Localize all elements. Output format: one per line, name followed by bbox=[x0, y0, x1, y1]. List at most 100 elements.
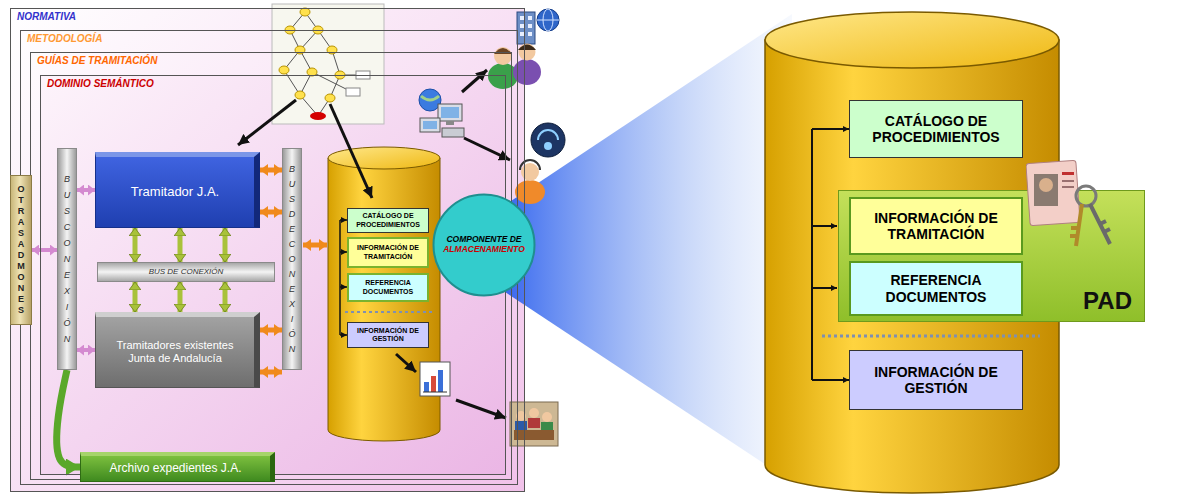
meeting-photo bbox=[528, 418, 540, 428]
building-icon bbox=[517, 9, 559, 44]
storage-cylinder bbox=[765, 12, 1059, 493]
tree-lines bbox=[811, 129, 813, 380]
id-card-keys bbox=[1090, 204, 1110, 244]
storage-box: INFORMACIÓN DE TRAMITACIÓN bbox=[849, 197, 1023, 255]
id-card-keys bbox=[1026, 158, 1118, 252]
storage-cylinder bbox=[765, 40, 1059, 493]
tree-lines bbox=[340, 219, 347, 221]
headset-icon bbox=[544, 142, 552, 150]
people-icon bbox=[488, 44, 541, 90]
frame-ground bbox=[40, 75, 506, 475]
headset-icon bbox=[521, 163, 539, 181]
connector-arrow bbox=[32, 248, 57, 252]
storage-cylinder bbox=[765, 12, 1059, 68]
computer-icon bbox=[446, 121, 454, 125]
id-card-keys bbox=[1076, 186, 1096, 206]
storage-box: INFORMACIÓN DE GESTIÓN bbox=[849, 350, 1023, 410]
building-icon bbox=[528, 24, 532, 28]
connector-arrow bbox=[133, 228, 138, 262]
connector-arrow bbox=[260, 370, 282, 375]
computer-icon bbox=[423, 121, 437, 129]
storage-box: INFORMACIÓN DE GESTIÓN bbox=[347, 322, 429, 348]
people-icon bbox=[488, 63, 518, 89]
storage-box: CATÁLOGO DE PROCEDIMIENTOS bbox=[347, 208, 429, 233]
node-label: CATÁLOGO DE PROCEDIMIENTOS bbox=[350, 212, 426, 228]
people-icon bbox=[494, 47, 512, 65]
tree-lines bbox=[812, 225, 837, 227]
node-label: Tramitadores existentes Junta de Andaluc… bbox=[105, 339, 245, 364]
process-box: Tramitador J.A. bbox=[95, 152, 260, 228]
storage-cylinder bbox=[328, 158, 440, 441]
node-label: REFERENCIA DOCUMENTOS bbox=[351, 279, 425, 295]
connector-arrow bbox=[223, 282, 228, 312]
separator-line bbox=[822, 335, 1040, 338]
flowchart-illustration bbox=[346, 88, 360, 96]
bus-bar: BUS DE CONEXIÓN bbox=[97, 262, 275, 282]
node-label: BUS DE CONEXIÓN bbox=[149, 267, 224, 276]
node-label: INFORMACIÓN DE GESTIÓN bbox=[350, 327, 426, 343]
storage-box: REFERENCIA DOCUMENTOS bbox=[347, 273, 429, 302]
storage-box: CATÁLOGO DE PROCEDIMIENTOS bbox=[849, 100, 1023, 158]
tree-lines bbox=[339, 220, 341, 335]
flowchart-illustration bbox=[300, 8, 310, 16]
id-card-keys bbox=[1026, 160, 1080, 225]
meeting-photo bbox=[529, 408, 539, 418]
node-label: BUS CONEXIÓN bbox=[63, 171, 71, 347]
connector-arrow bbox=[133, 282, 138, 312]
tree-lines bbox=[340, 334, 347, 336]
node-label: INFORMACIÓN DE TRAMITACIÓN bbox=[351, 244, 425, 260]
headset-icon bbox=[531, 123, 565, 157]
separator-line bbox=[345, 311, 432, 313]
id-card-keys bbox=[1062, 172, 1074, 175]
meeting-photo bbox=[542, 412, 552, 422]
flow-arrow bbox=[238, 100, 296, 145]
id-card-keys bbox=[1062, 186, 1074, 188]
admin-box: OTRAS ADMONES bbox=[10, 175, 32, 325]
computer-icon bbox=[442, 128, 464, 137]
headset-icon bbox=[520, 160, 540, 170]
computer-icon bbox=[441, 107, 459, 118]
connector-arrow bbox=[178, 282, 183, 312]
component-circle: COMPONENTE DEALMACENAMIENTO bbox=[432, 193, 536, 297]
band-heading: DOMINIO SEMÁNTICO bbox=[47, 78, 154, 90]
tree-lines bbox=[812, 379, 849, 381]
tree-lines bbox=[812, 128, 849, 130]
flowchart-illustration bbox=[279, 66, 289, 74]
connector-arrow bbox=[260, 328, 282, 333]
building-icon bbox=[520, 16, 524, 20]
building-icon bbox=[528, 32, 532, 36]
building-icon bbox=[520, 24, 524, 28]
building-icon bbox=[537, 20, 559, 21]
meeting-photo bbox=[541, 422, 553, 430]
tree-lines bbox=[340, 251, 347, 253]
id-card-keys bbox=[1034, 174, 1058, 206]
node-label: ALMACENAMIENTO bbox=[443, 245, 525, 255]
circle-outline bbox=[434, 195, 535, 296]
flow-arrow bbox=[456, 400, 506, 418]
flowchart-illustration bbox=[310, 112, 326, 120]
tree-lines bbox=[812, 287, 837, 289]
band-heading: GUÍAS DE TRAMITACIÓN bbox=[37, 55, 157, 67]
node-label: Archivo expedientes J.A. bbox=[109, 462, 241, 476]
band-heading: NORMATIVA bbox=[17, 11, 76, 23]
node-label: OTRAS ADMONES bbox=[17, 184, 25, 316]
tree-lines bbox=[340, 129, 849, 380]
process-box: Tramitadores existentes Junta de Andaluc… bbox=[95, 312, 260, 388]
report-icon bbox=[438, 370, 443, 392]
computer-icon bbox=[419, 89, 464, 137]
connector-arrow bbox=[178, 228, 183, 262]
building-icon bbox=[517, 12, 535, 44]
pad-panel: PADINFORMACIÓN DE TRAMITACIÓNREFERENCIA … bbox=[838, 190, 1145, 322]
bus-bar: BUS DE CONEXIÓN bbox=[282, 148, 302, 370]
flowchart-illustration bbox=[325, 94, 335, 102]
band-heading: METODOLOGÍA bbox=[27, 33, 102, 45]
report-icon bbox=[420, 362, 450, 396]
building-icon bbox=[528, 16, 532, 20]
flow-arrow bbox=[462, 70, 487, 92]
meeting-photo bbox=[514, 430, 554, 440]
report-icon bbox=[431, 376, 436, 392]
flow-arrow bbox=[464, 138, 510, 160]
building-icon bbox=[537, 9, 559, 31]
